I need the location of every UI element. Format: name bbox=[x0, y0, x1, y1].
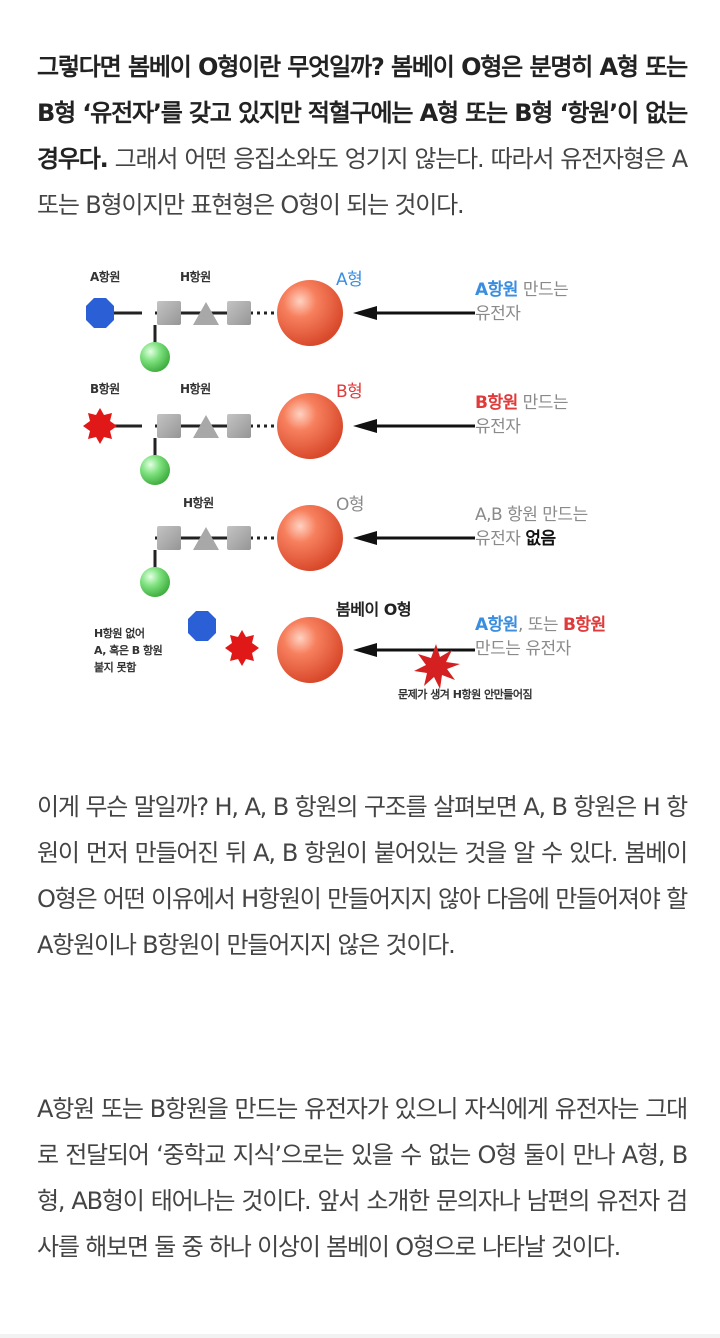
bold-lead: 그렇다면 봄베이 O형이란 무엇일까? 봄베이 O형은 분명히 A형 또는 B형… bbox=[37, 53, 688, 173]
b-antigen-label: B항원 bbox=[90, 382, 120, 396]
antigen-diagram-graphic bbox=[83, 280, 477, 689]
h-antigen-label: H항원 bbox=[183, 496, 214, 510]
problem-note: 문제가 생겨 H항원 안만들어짐 bbox=[398, 688, 533, 701]
row-bombay-o-type bbox=[188, 611, 477, 689]
bombay-o-type-label: 봄베이 O형 bbox=[336, 600, 412, 619]
paragraph-inheritance: A항원 또는 B항원을 만드는 유전자가 있으니 자식에게 유전자는 그대로 전… bbox=[37, 1095, 688, 1261]
red-cell-sphere-icon bbox=[277, 280, 343, 346]
o-type-label: O형 bbox=[336, 495, 365, 515]
row-o-type bbox=[138, 505, 477, 599]
row-a-type bbox=[86, 280, 477, 374]
b-antigen-star-icon bbox=[83, 408, 117, 444]
blood-type-antigen-diagram: A항원 H항원 A형 A항원 만드는 유전자 B항원 H항원 B형 B항원 만드… bbox=[80, 258, 640, 718]
paragraph-rest: 그래서 어떤 응집소와도 엉기지 않는다. 따라서 유전자형은 A 또는 B형이… bbox=[37, 145, 688, 219]
b-type-label: B형 bbox=[336, 382, 363, 402]
o-gene-caption: A,B 항원 만드는 유전자 없음 bbox=[475, 505, 588, 549]
bottom-divider bbox=[0, 1334, 720, 1338]
row-b-type bbox=[83, 393, 477, 487]
h-antigen-label: H항원 bbox=[180, 270, 211, 284]
b-gene-caption: B항원 만드는 유전자 bbox=[475, 393, 569, 437]
h-antigen-label: H항원 bbox=[180, 382, 211, 396]
a-antigen-octagon-icon bbox=[86, 298, 114, 328]
problem-burst-icon bbox=[414, 644, 460, 689]
bombay-gene-caption: A항원, 또는 B항원 만드는 유전자 bbox=[475, 615, 606, 659]
a-type-label: A형 bbox=[336, 270, 363, 290]
paragraph-antigen-structure: 이게 무슨 말일까? H, A, B 항원의 구조를 살펴보면 A, B 항원은… bbox=[37, 793, 688, 959]
bombay-left-note: H항원 없어 A, 혹은 B 항원 붙지 못함 bbox=[94, 627, 163, 674]
a-gene-caption: A항원 만드는 유전자 bbox=[475, 280, 569, 324]
a-antigen-label: A항원 bbox=[90, 270, 120, 284]
paragraph-bombay-definition: 그렇다면 봄베이 O형이란 무엇일까? 봄베이 O형은 분명히 A형 또는 B형… bbox=[37, 44, 688, 228]
